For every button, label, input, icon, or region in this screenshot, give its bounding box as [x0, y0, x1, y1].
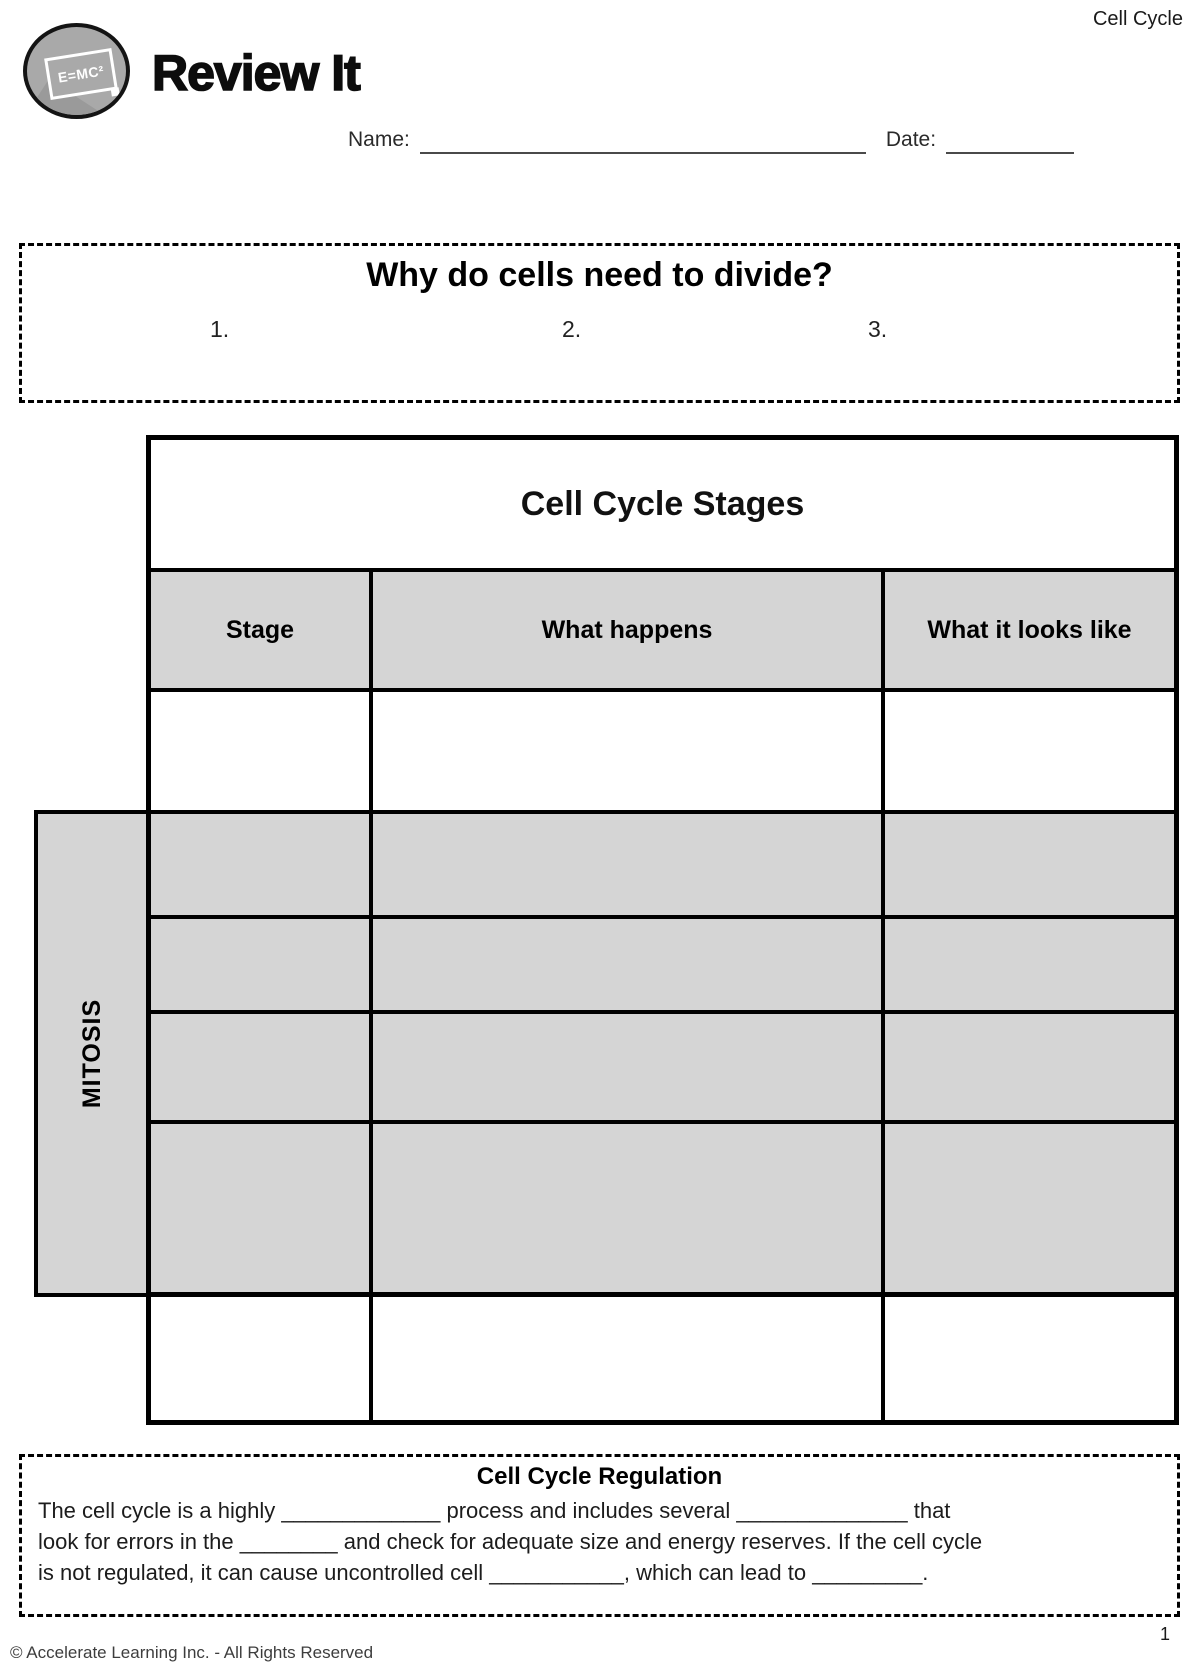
what-happens-cell-empty[interactable]: [373, 1124, 885, 1292]
date-input-line[interactable]: [946, 130, 1075, 154]
stage-cell-empty[interactable]: [151, 1124, 373, 1292]
name-label: Name:: [348, 128, 410, 151]
what-happens-cell-empty[interactable]: [373, 814, 885, 915]
stage-cell-empty[interactable]: [151, 814, 373, 915]
name-input-line[interactable]: [419, 130, 866, 154]
stage-cell-empty[interactable]: [151, 919, 373, 1010]
looks-like-cell-empty[interactable]: [885, 1297, 1174, 1420]
stage-cell-empty[interactable]: [151, 1014, 373, 1120]
course-label: Cell Cycle: [1092, 8, 1183, 30]
table-row: [151, 915, 1174, 1010]
table-header-row: Stage What happens What it looks like: [151, 568, 1174, 688]
looks-like-cell-empty[interactable]: [885, 1124, 1174, 1292]
stage-cell-empty[interactable]: [151, 692, 373, 810]
whiteboard-icon: E=MC²: [44, 47, 118, 101]
table-title: Cell Cycle Stages: [520, 484, 805, 523]
column-header-stage: Stage: [151, 572, 373, 688]
what-happens-cell-empty[interactable]: [373, 1297, 885, 1420]
table-title-row: Cell Cycle Stages: [151, 440, 1174, 568]
table-row: [151, 1120, 1174, 1292]
table-row: [151, 1010, 1174, 1120]
column-header-what-happens: What happens: [373, 572, 885, 688]
regulation-line-2: look for errors in the ________ and chec…: [38, 1529, 983, 1554]
regulation-title: Cell Cycle Regulation: [476, 1463, 723, 1490]
column-header-what-it-looks-like: What it looks like: [885, 572, 1174, 688]
what-happens-cell-empty[interactable]: [373, 1014, 885, 1120]
what-happens-cell-empty[interactable]: [373, 919, 885, 1010]
stage-cell-empty[interactable]: [151, 1297, 373, 1420]
answer-slot-1[interactable]: 1.: [210, 316, 230, 342]
table-row: [151, 1292, 1174, 1420]
why-divide-title: Why do cells need to divide?: [366, 256, 833, 294]
page-title: Review It: [151, 44, 361, 102]
looks-like-cell-empty[interactable]: [885, 692, 1174, 810]
regulation-line-3: is not regulated, it can cause uncontrol…: [38, 1560, 929, 1585]
answer-slot-2[interactable]: 2.: [562, 316, 582, 342]
mitosis-side-label-box: MITOSIS: [34, 810, 151, 1297]
table-row: [151, 688, 1174, 810]
looks-like-cell-empty[interactable]: [885, 919, 1174, 1010]
review-it-logo: E=MC²: [23, 23, 130, 119]
why-divide-box: Why do cells need to divide? 1. 2. 3.: [19, 243, 1180, 403]
page-number: 1: [1160, 1624, 1171, 1644]
copyright-text: © Accelerate Learning Inc. - All Rights …: [10, 1643, 374, 1662]
table-row: [151, 810, 1174, 915]
date-label: Date:: [885, 128, 937, 151]
cell-cycle-stages-table: Cell Cycle Stages Stage What happens Wha…: [146, 435, 1179, 1425]
regulation-line-1: The cell cycle is a highly _____________…: [38, 1498, 951, 1523]
cell-cycle-regulation-box: Cell Cycle Regulation The cell cycle is …: [19, 1454, 1180, 1617]
what-happens-cell-empty[interactable]: [373, 692, 885, 810]
logo-text: E=MC²: [56, 62, 106, 86]
looks-like-cell-empty[interactable]: [885, 814, 1174, 915]
answer-slot-3[interactable]: 3.: [868, 316, 888, 342]
name-date-row: Name: Date:: [348, 126, 1075, 154]
mitosis-label: MITOSIS: [78, 998, 106, 1109]
looks-like-cell-empty[interactable]: [885, 1014, 1174, 1120]
